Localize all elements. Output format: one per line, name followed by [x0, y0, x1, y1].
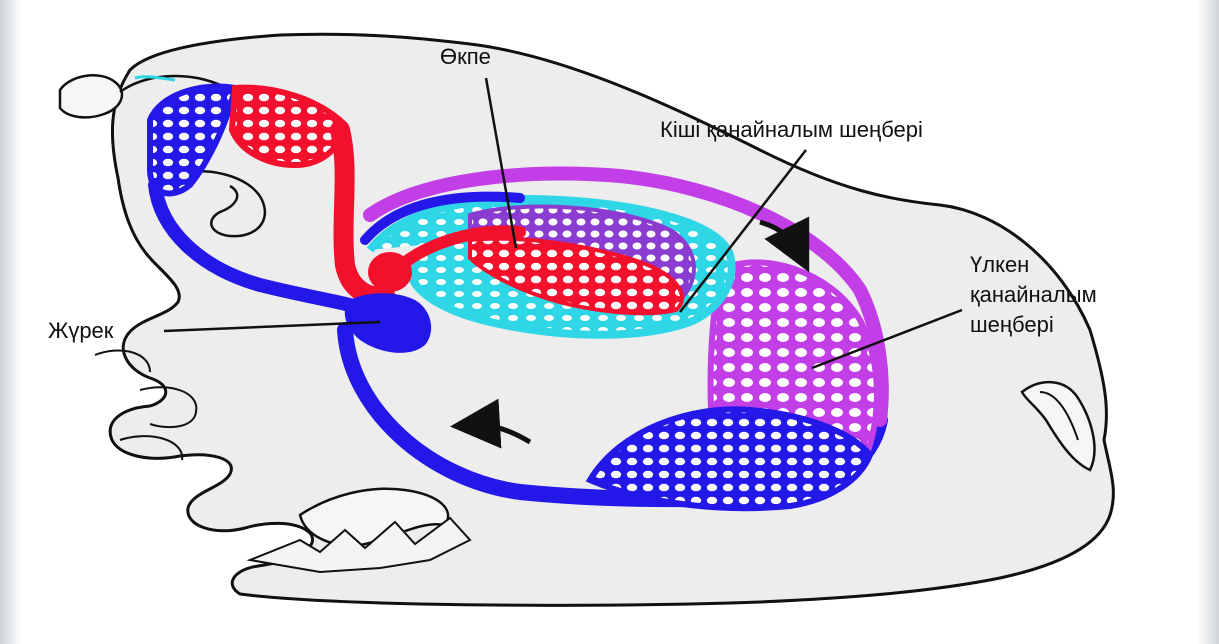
label-systemic-circulation-line3: шеңбері [970, 312, 1054, 337]
label-systemic-circulation-line1: Үлкен [970, 252, 1029, 277]
label-lung: Өкпе [440, 44, 491, 69]
label-heart: Жүрек [48, 318, 114, 343]
label-systemic-circulation-line2: қанайналым [970, 282, 1097, 307]
label-pulmonary-circulation: Кіші қанайналым шеңбері [660, 117, 923, 142]
